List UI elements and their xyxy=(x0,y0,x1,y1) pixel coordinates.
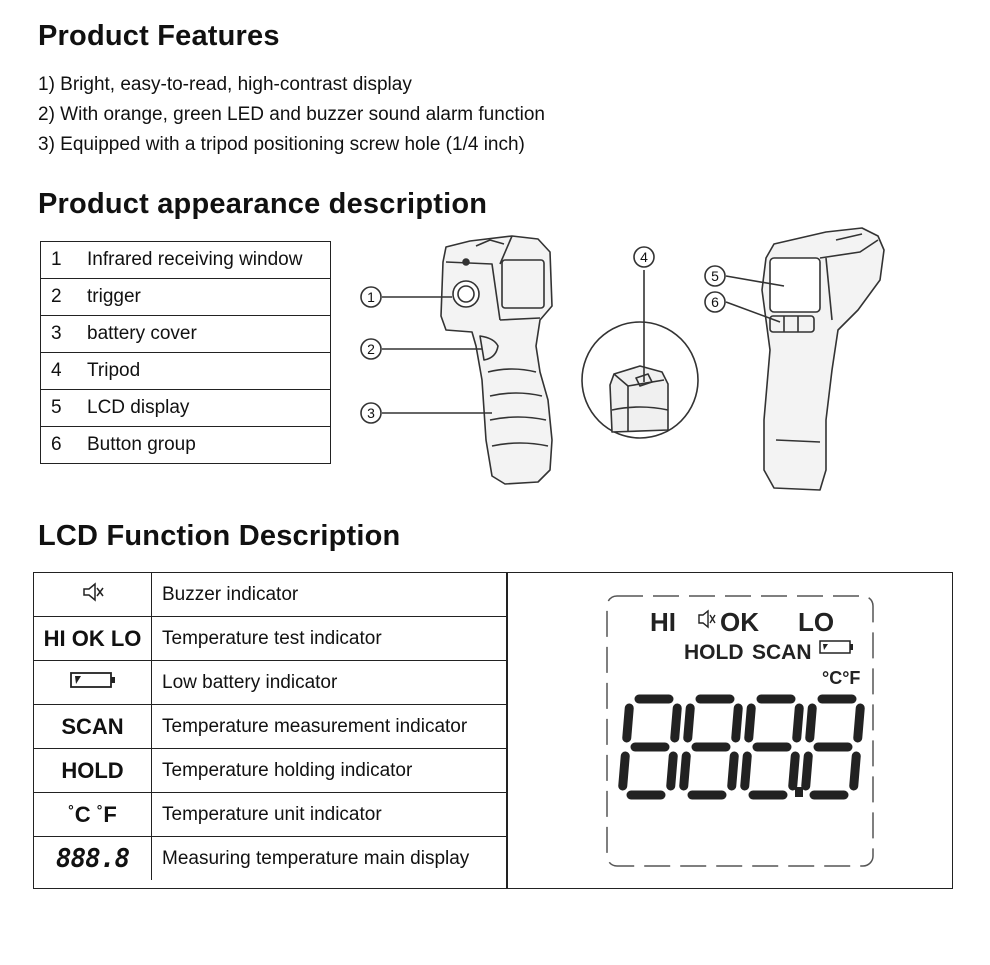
callout-circle xyxy=(360,286,382,308)
lcd-digit-segment xyxy=(792,703,804,743)
callout-number: 6 xyxy=(711,294,719,310)
part-number: 1 xyxy=(40,241,81,279)
degree-mark: ° xyxy=(96,801,103,818)
table-row: °C °F Temperature unit indicator xyxy=(34,792,508,837)
callout-number: 1 xyxy=(367,289,375,305)
lcd-function-box: Buzzer indicator HI OK LO Temperature te… xyxy=(33,572,953,889)
feature-item: 2) With orange, green LED and buzzer sou… xyxy=(38,104,545,125)
unit-c: C xyxy=(74,801,91,827)
lcd-desc: Temperature unit indicator xyxy=(151,792,508,837)
lcd-digit-segment xyxy=(744,703,756,743)
lcd-desc: Buzzer indicator xyxy=(151,573,508,617)
lcd-scan: SCAN xyxy=(752,641,812,664)
lcd-function-table: Buzzer indicator HI OK LO Temperature te… xyxy=(34,573,508,880)
lcd-desc: Measuring temperature main display xyxy=(151,836,508,880)
unit-f: F xyxy=(103,801,117,827)
callout-circle xyxy=(704,291,726,313)
lcd-symbol: 888.8 xyxy=(34,836,152,880)
lcd-digit-segment xyxy=(731,703,743,743)
features-list: 1) Bright, easy-to-read, high-contrast d… xyxy=(38,70,545,160)
part-number: 6 xyxy=(40,426,81,464)
callout-number: 3 xyxy=(367,405,375,421)
lcd-desc: Temperature measurement indicator xyxy=(151,704,508,749)
lcd-digit-segment xyxy=(670,703,682,743)
lcd-hold: HOLD xyxy=(684,641,744,664)
lcd-digit-segment xyxy=(801,751,813,791)
lcd-digit-segment xyxy=(740,751,752,791)
lcd-screen: HI OK LO HOLD SCAN °C°F xyxy=(606,595,874,867)
table-row: SCAN Temperature measurement indicator xyxy=(34,704,508,749)
lcd-digit-segment xyxy=(683,703,695,743)
callout-number: 4 xyxy=(640,249,648,265)
appearance-title: Product appearance description xyxy=(38,188,488,220)
lcd-digit-segment xyxy=(805,703,817,743)
lcd-hi: HI xyxy=(650,607,676,637)
lcd-symbol: HOLD xyxy=(34,748,152,793)
part-label: Button group xyxy=(81,426,331,464)
lcd-units: °C°F xyxy=(822,668,860,688)
part-number: 2 xyxy=(40,278,81,316)
tripod-detail-drawing xyxy=(581,270,699,439)
lcd-ok: OK xyxy=(720,607,759,637)
callout-circle xyxy=(633,246,655,268)
lcd-digit-segment xyxy=(679,751,691,791)
part-number: 5 xyxy=(40,389,81,427)
part-label: battery cover xyxy=(81,315,331,353)
seven-seg-digits: 888.8 xyxy=(55,843,130,874)
speaker-mute-icon xyxy=(82,581,104,602)
feature-item: 3) Equipped with a tripod positioning sc… xyxy=(38,134,525,155)
lcd-symbol: SCAN xyxy=(34,704,152,749)
battery-low-icon xyxy=(69,671,115,688)
leader-line xyxy=(725,275,785,287)
lcd-symbol xyxy=(34,660,152,705)
feature-item: 1) Bright, easy-to-read, high-contrast d… xyxy=(38,74,412,95)
lcd-digit-segment xyxy=(666,751,678,791)
thermometer-front-drawing xyxy=(440,235,553,485)
leader-line xyxy=(725,301,781,323)
lcd-symbol: °C °F xyxy=(34,792,152,837)
table-row: Low battery indicator xyxy=(34,660,508,705)
lcd-main-digits xyxy=(618,694,865,800)
table-divider xyxy=(506,573,508,888)
lcd-battery-icon xyxy=(819,640,853,654)
callout-circle xyxy=(360,338,382,360)
product-drawings: 1 2 3 4 5 6 xyxy=(360,227,885,491)
lcd-desc: Temperature holding indicator xyxy=(151,748,508,793)
part-number: 4 xyxy=(40,352,81,390)
table-row: HI OK LO Temperature test indicator xyxy=(34,616,508,661)
lcd-digit-segment xyxy=(849,751,861,791)
lcd-title: LCD Function Description xyxy=(38,520,401,552)
lcd-lo: LO xyxy=(798,607,834,637)
degree-mark: ° xyxy=(68,801,74,818)
lcd-digit-segment xyxy=(618,751,630,791)
lcd-digit-segment xyxy=(622,703,634,743)
callout-number: 5 xyxy=(711,268,719,284)
table-row: 888.8 Measuring temperature main display xyxy=(34,836,508,880)
lcd-decimal-point xyxy=(795,787,803,797)
thermometer-back-drawing xyxy=(761,227,885,491)
callout-circle xyxy=(704,265,726,287)
lcd-speaker-icon xyxy=(698,609,716,629)
lcd-symbol xyxy=(34,573,152,617)
part-label: Infrared receiving window xyxy=(81,241,331,279)
features-title: Product Features xyxy=(38,20,280,52)
lcd-desc: Low battery indicator xyxy=(151,660,508,705)
lcd-digit-segment xyxy=(853,703,865,743)
callout-number: 2 xyxy=(367,341,375,357)
table-row: HOLD Temperature holding indicator xyxy=(34,748,508,793)
lcd-symbol: HI OK LO xyxy=(34,616,152,661)
part-label: Tripod xyxy=(81,352,331,390)
callout-circle xyxy=(360,402,382,424)
lcd-digit-segment xyxy=(788,751,800,791)
lcd-desc: Temperature test indicator xyxy=(151,616,508,661)
part-number: 3 xyxy=(40,315,81,353)
table-row: Buzzer indicator xyxy=(34,573,508,617)
lcd-digit-segment xyxy=(727,751,739,791)
